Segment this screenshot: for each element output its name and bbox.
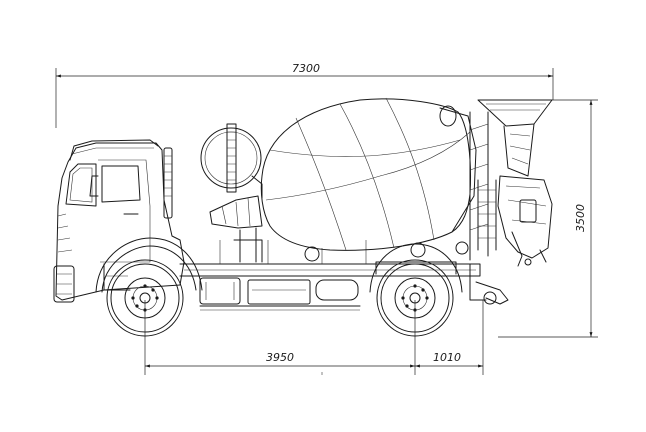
loading-hopper bbox=[469, 99, 553, 261]
dimension-overall-height: 3500 bbox=[498, 99, 598, 338]
dimension-label-3950: 3950 bbox=[266, 351, 294, 364]
chassis-frame bbox=[179, 240, 509, 311]
dimension-wheelbase: 3950 bbox=[144, 300, 484, 375]
mixer-drum bbox=[260, 97, 477, 262]
dimension-label-3500: 3500 bbox=[574, 204, 587, 232]
rear-wheel bbox=[369, 243, 463, 337]
truck-cab bbox=[53, 139, 203, 303]
dimension-overall-length: 7300 bbox=[55, 62, 554, 128]
discharge-chute bbox=[497, 175, 553, 267]
front-wheel bbox=[106, 259, 184, 337]
dimension-label-1010: 1010 bbox=[433, 351, 461, 364]
dimension-label-7300: 7300 bbox=[292, 62, 320, 75]
access-ladder bbox=[477, 179, 497, 251]
dimension-rear-overhang: 1010 bbox=[415, 351, 483, 368]
drum-drive-unit bbox=[209, 195, 263, 263]
water-tank bbox=[200, 123, 263, 199]
